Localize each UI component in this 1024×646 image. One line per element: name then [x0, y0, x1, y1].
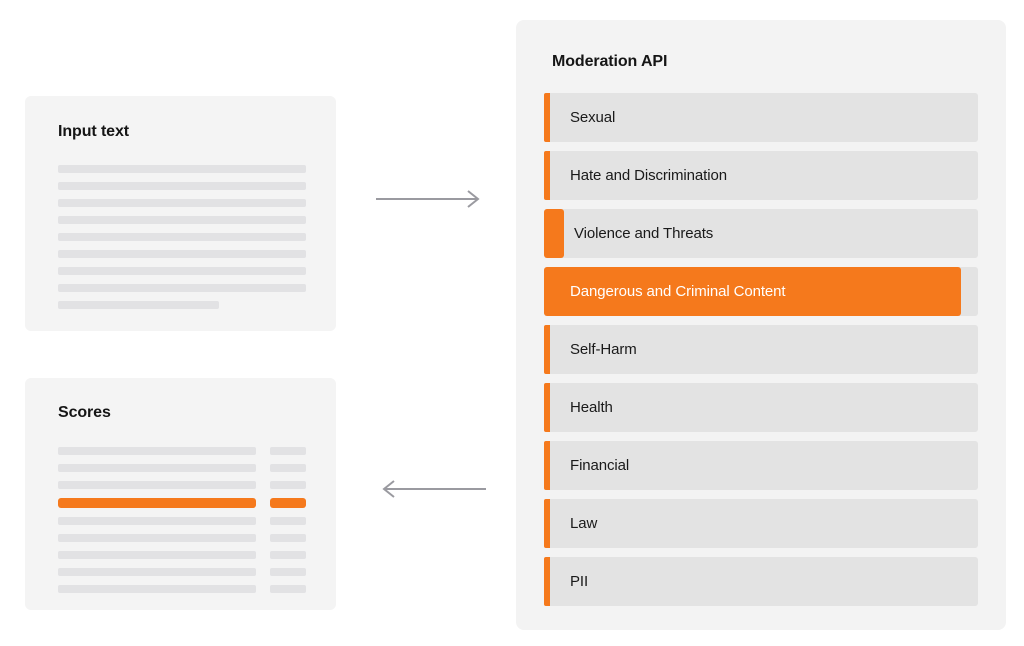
category-label: Law [570, 515, 598, 532]
score-value-bar [270, 516, 306, 525]
score-label-bar [58, 550, 256, 559]
input-text-title: Input text [58, 123, 129, 140]
input-text-card: Input text [25, 96, 336, 331]
moderation-category-row[interactable]: Sexual [544, 93, 978, 142]
score-label-bar [58, 463, 256, 472]
arrow-left-icon [376, 477, 486, 501]
moderation-category-row[interactable]: Financial [544, 441, 978, 490]
score-label-bar [58, 446, 256, 455]
category-severity-bar [544, 325, 550, 374]
score-value-bar [270, 446, 306, 455]
score-row [58, 446, 306, 455]
input-text-line [58, 216, 306, 224]
category-severity-bar [544, 209, 564, 258]
score-row [58, 584, 306, 593]
category-label: Dangerous and Criminal Content [570, 283, 786, 300]
score-label-bar [58, 480, 256, 489]
category-label: Hate and Discrimination [570, 167, 727, 184]
score-label-bar [58, 584, 256, 593]
moderation-category-row[interactable]: Violence and Threats [544, 209, 978, 258]
moderation-category-row[interactable]: PII [544, 557, 978, 606]
score-value-bar [270, 463, 306, 472]
moderation-category-row[interactable]: Dangerous and Criminal Content [544, 267, 978, 316]
score-row-flagged [58, 497, 306, 508]
category-label: Violence and Threats [574, 225, 714, 242]
score-row [58, 533, 306, 542]
input-text-line [58, 267, 306, 275]
score-row [58, 567, 306, 576]
category-severity-bar [544, 557, 550, 606]
score-value-bar [270, 567, 306, 576]
category-label: PII [570, 573, 589, 590]
score-label-bar [58, 567, 256, 576]
score-value-bar [270, 550, 306, 559]
category-severity-bar [544, 267, 961, 316]
input-text-line [58, 182, 306, 190]
moderation-api-title: Moderation API [552, 53, 668, 70]
score-row [58, 550, 306, 559]
score-row [58, 463, 306, 472]
score-row [58, 516, 306, 525]
moderation-category-row[interactable]: Self-Harm [544, 325, 978, 374]
score-label-bar [58, 533, 256, 542]
scores-row-list [58, 446, 306, 593]
input-text-line [58, 284, 306, 292]
input-text-line [58, 301, 220, 309]
input-text-line [58, 250, 306, 258]
score-value-bar [270, 480, 306, 489]
moderation-category-row[interactable]: Hate and Discrimination [544, 151, 978, 200]
input-text-line [58, 199, 306, 207]
input-text-line [58, 165, 306, 173]
category-severity-bar [544, 93, 550, 142]
score-label-bar [58, 516, 256, 525]
score-value-bar [270, 533, 306, 542]
arrow-right-icon [376, 187, 486, 211]
input-text-placeholder-lines [58, 165, 306, 309]
scores-card: Scores [25, 378, 336, 610]
category-label: Sexual [570, 109, 616, 126]
category-label: Health [570, 399, 613, 416]
score-value-bar [270, 497, 306, 508]
category-severity-bar [544, 441, 550, 490]
score-value-bar [270, 584, 306, 593]
moderation-category-row[interactable]: Health [544, 383, 978, 432]
category-severity-bar [544, 383, 550, 432]
input-text-line [58, 233, 306, 241]
scores-title: Scores [58, 404, 111, 421]
category-label: Financial [570, 457, 630, 474]
moderation-category-row[interactable]: Law [544, 499, 978, 548]
score-label-bar [58, 497, 256, 508]
category-severity-bar [544, 151, 550, 200]
category-severity-bar [544, 499, 550, 548]
category-label: Self-Harm [570, 341, 637, 358]
score-row [58, 480, 306, 489]
